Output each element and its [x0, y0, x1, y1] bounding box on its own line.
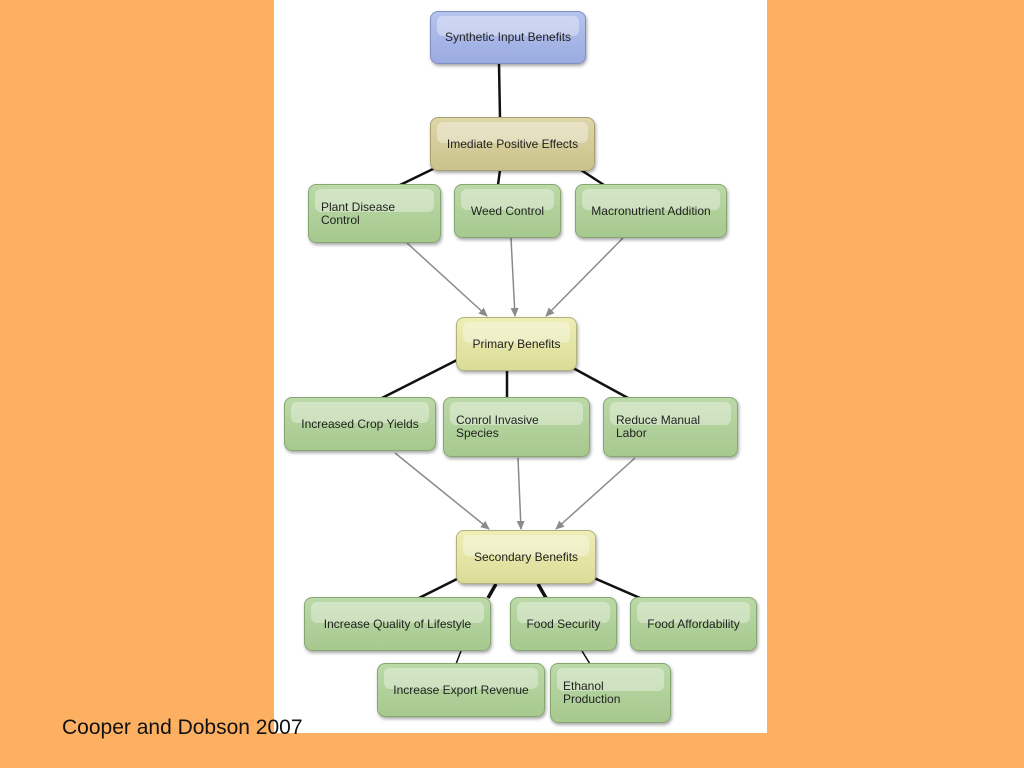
node-ethanol-production: Ethanol Production: [550, 663, 671, 723]
node-conrol-invasive-species: Conrol Invasive Species: [443, 397, 590, 457]
connector-secondary-to-affordability: [593, 576, 641, 600]
node-secondary-benefits: Secondary Benefits: [456, 530, 596, 584]
connector-effects-to-plant-disease: [397, 166, 436, 188]
node-label: Conrol Invasive Species: [456, 413, 539, 440]
arrow-macronutrient-to-primary: [545, 237, 624, 317]
node-label: Ethanol Production: [563, 679, 621, 706]
node-imediate-positive-effects: Imediate Positive Effects: [430, 117, 595, 171]
connector-primary-to-manual-labor: [572, 366, 629, 400]
node-reduce-manual-labor: Reduce Manual Labor: [603, 397, 738, 457]
node-label: Increased Crop Yields: [301, 416, 419, 431]
node-synthetic-input-benefits: Synthetic Input Benefits: [430, 11, 586, 64]
node-label: Secondary Benefits: [473, 549, 579, 564]
node-weed-control: Weed Control: [454, 184, 561, 238]
node-label: Increase Quality of Lifestyle: [323, 616, 472, 631]
node-label: Synthetic Input Benefits: [444, 30, 572, 44]
node-label: Food Affordability: [647, 616, 740, 631]
node-label: Primary Benefits: [472, 336, 561, 351]
connector-lifestyle-to-export: [455, 650, 462, 665]
connector-root-to-effects: [497, 63, 502, 119]
arrow-plant-disease-to-primary: [406, 242, 488, 317]
node-label: Plant Disease Control: [321, 199, 396, 227]
arrow-weed-control-to-primary: [510, 237, 519, 317]
arrow-manual-labor-to-secondary: [555, 457, 636, 530]
arrow-crop-yields-to-secondary: [394, 452, 490, 530]
connector-effects-to-weed-control: [496, 169, 502, 186]
node-label: Weed Control: [470, 203, 545, 218]
node-label: Reduce Manual Labor: [616, 413, 701, 440]
arrow-invasive-to-secondary: [516, 457, 525, 530]
node-plant-disease-control: Plant Disease Control: [308, 184, 441, 243]
connector-primary-to-crop-yields: [381, 356, 462, 400]
node-label: Imediate Positive Effects: [446, 136, 579, 151]
node-food-affordability: Food Affordability: [630, 597, 757, 651]
connector-secondary-to-export: [486, 583, 498, 599]
node-label: Macronutrient Addition: [591, 203, 711, 218]
connector-secondary-to-food-security: [536, 583, 548, 599]
node-label: Increase Export Revenue: [393, 682, 529, 697]
connector-secondary-to-lifestyle: [418, 576, 460, 600]
connector-food-security-to-ethanol: [581, 650, 591, 665]
node-increased-crop-yields: Increased Crop Yields: [284, 397, 436, 451]
node-primary-benefits: Primary Benefits: [456, 317, 577, 371]
node-increase-quality-of-lifestyle: Increase Quality of Lifestyle: [304, 597, 491, 651]
node-increase-export-revenue: Increase Export Revenue: [377, 663, 545, 717]
citation-text: Cooper and Dobson 2007: [62, 716, 303, 739]
node-food-security: Food Security: [510, 597, 617, 651]
node-label: Food Security: [526, 616, 601, 631]
node-macronutrient-addition: Macronutrient Addition: [575, 184, 727, 238]
